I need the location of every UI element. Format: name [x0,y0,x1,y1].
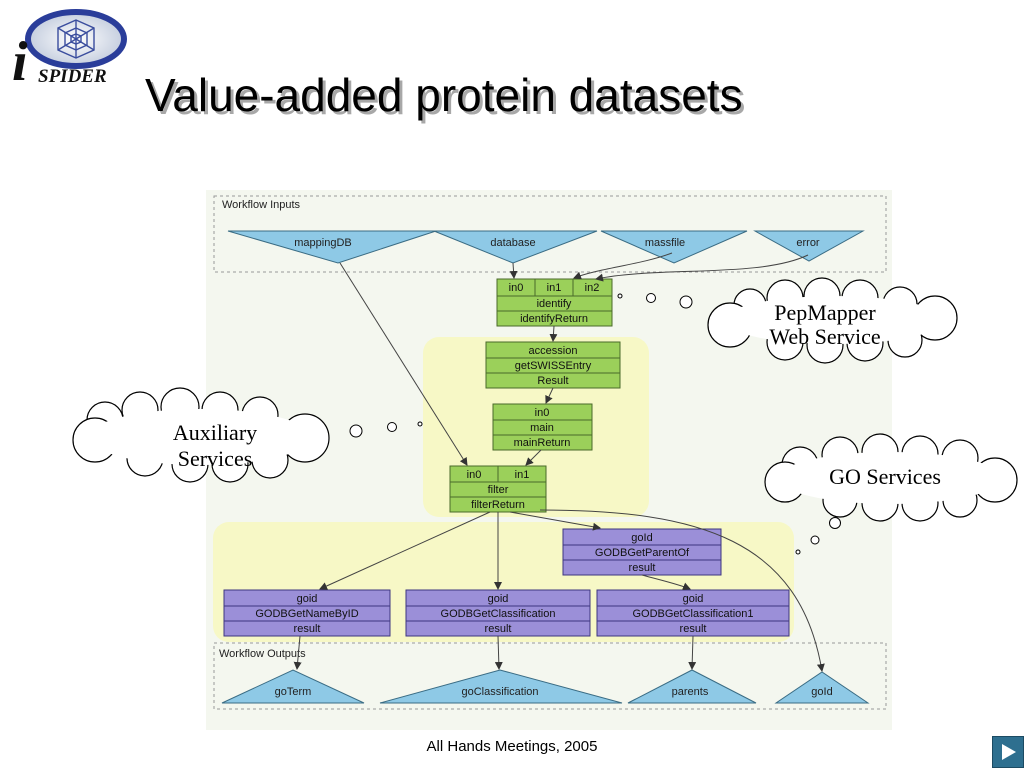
auxiliary-cloud-line1: Auxiliary [173,420,257,445]
GODBGetNameByID-input: goid [297,593,318,605]
edge-filter-goId [539,509,825,672]
pepmapper-bubble-dot [679,295,693,309]
output-parents [627,669,757,704]
processor-main [492,403,593,451]
auxiliary-bubble-dot [387,422,397,432]
auxiliary-bubble-dot [349,424,363,438]
GODBGetClassification1-input: goid [683,593,704,605]
workflow-outputs-section [213,642,887,710]
go-services-cloud-label: GO Services [829,464,941,489]
go-bubble-dot [795,549,801,555]
main-input: in0 [535,407,550,419]
GODBGetClassification-output: result [485,623,512,635]
input-error [753,230,865,262]
processor-GODBGetNameByID [223,589,391,637]
edge-classification-goClassification [494,635,503,670]
pepmapper-bubble-dot [646,293,656,303]
GODBGetParentOf-name: GODBGetParentOf [595,547,690,559]
workflow-outputs-label: Workflow Outputs [219,648,306,660]
pepmapper-cloud-line1: PepMapper [774,300,876,325]
go-services-cloud [764,433,1018,522]
input-massfile [600,230,748,264]
identify-port-in0: in0 [509,282,524,294]
input-database [433,230,598,264]
processor-GODBGetParentOf [562,528,722,576]
processor-GODBGetClassification1 [596,589,790,637]
filter-port-in1: in1 [515,469,530,481]
main-name: main [530,422,554,434]
input-mappingDB [227,230,437,264]
output-goTerm [221,669,365,704]
processor-filter [449,465,547,513]
edge-parent-classification1 [641,574,691,591]
GODBGetNameByID-name: GODBGetNameByID [255,608,358,620]
filter-name: filter [488,484,509,496]
workflow-inputs-label: Workflow Inputs [222,199,301,211]
input-label-massfile: massfile [645,237,685,249]
slide-footer: All Hands Meetings, 2005 [426,738,598,755]
GODBGetClassification-input: goid [488,593,509,605]
next-slide-button[interactable] [992,736,1024,768]
GODBGetParentOf-output: result [629,562,656,574]
edge-nameById-goTerm [293,635,302,670]
GODBGetClassification-name: GODBGetClassification [441,608,556,620]
edge-database-identify [509,262,518,279]
output-label-goTerm: goTerm [275,686,312,698]
output-goId [774,671,870,704]
output-label-parents: parents [672,686,709,698]
output-label-goClassification: goClassification [461,686,538,698]
edge-identify-getSWISSEntry [549,325,558,342]
auxiliary-cloud [72,387,330,483]
pepmapper-cloud-line2: Web Service [769,324,880,349]
edge-massfile-identify [573,252,673,280]
filter-port-in0: in0 [467,469,482,481]
processor-identify [496,278,613,327]
logo-word: SPIDER [38,66,107,87]
slide-title: Value-added protein datasets [145,69,743,121]
GODBGetClassification1-name: GODBGetClassification1 [632,608,753,620]
logo-letter: i [12,31,28,92]
logo-web-icon [57,19,95,59]
pepmapper-cloud [707,277,958,364]
identify-port-in1: in1 [547,282,562,294]
output-goClassification [379,669,623,704]
GODBGetParentOf-input: goId [631,532,652,544]
identify-port-in2: in2 [585,282,600,294]
output-label-goId: goId [811,686,832,698]
ispider-logo: i SPIDER [12,9,127,92]
main-output: mainReturn [514,437,571,449]
getSWISSEntry-name: getSWISSEntry [515,360,592,372]
edge-main-filter [525,449,542,466]
auxiliary-cloud-line2: Services [178,446,253,471]
GODBGetClassification1-output: result [680,623,707,635]
play-icon [1002,744,1016,760]
input-label-database: database [490,237,535,249]
go-bubble-dot [810,535,820,545]
input-label-error: error [796,237,820,249]
edge-error-identify [595,254,809,282]
processor-GODBGetClassification [405,589,591,637]
getSWISSEntry-input: accession [529,345,578,357]
edge-mappingDB-filter [339,262,468,466]
workflow-inputs-section [213,195,887,273]
getSWISSEntry-output: Result [537,375,568,387]
edge-filter-nameById [319,511,491,590]
edge-filter-parent [509,511,601,531]
GODBGetNameByID-output: result [294,623,321,635]
identify-output: identifyReturn [520,313,588,325]
identify-name: identify [537,298,572,310]
edge-classification1-parents [688,635,697,670]
edge-getSWISSEntry-main [545,387,554,404]
go-bubble-dot [829,517,841,529]
input-label-mappingDB: mappingDB [294,237,351,249]
pepmapper-bubble-dot [617,293,623,299]
filter-output: filterReturn [471,499,525,511]
auxiliary-bubble-dot [417,421,423,427]
processor-getSWISSEntry [485,341,621,389]
